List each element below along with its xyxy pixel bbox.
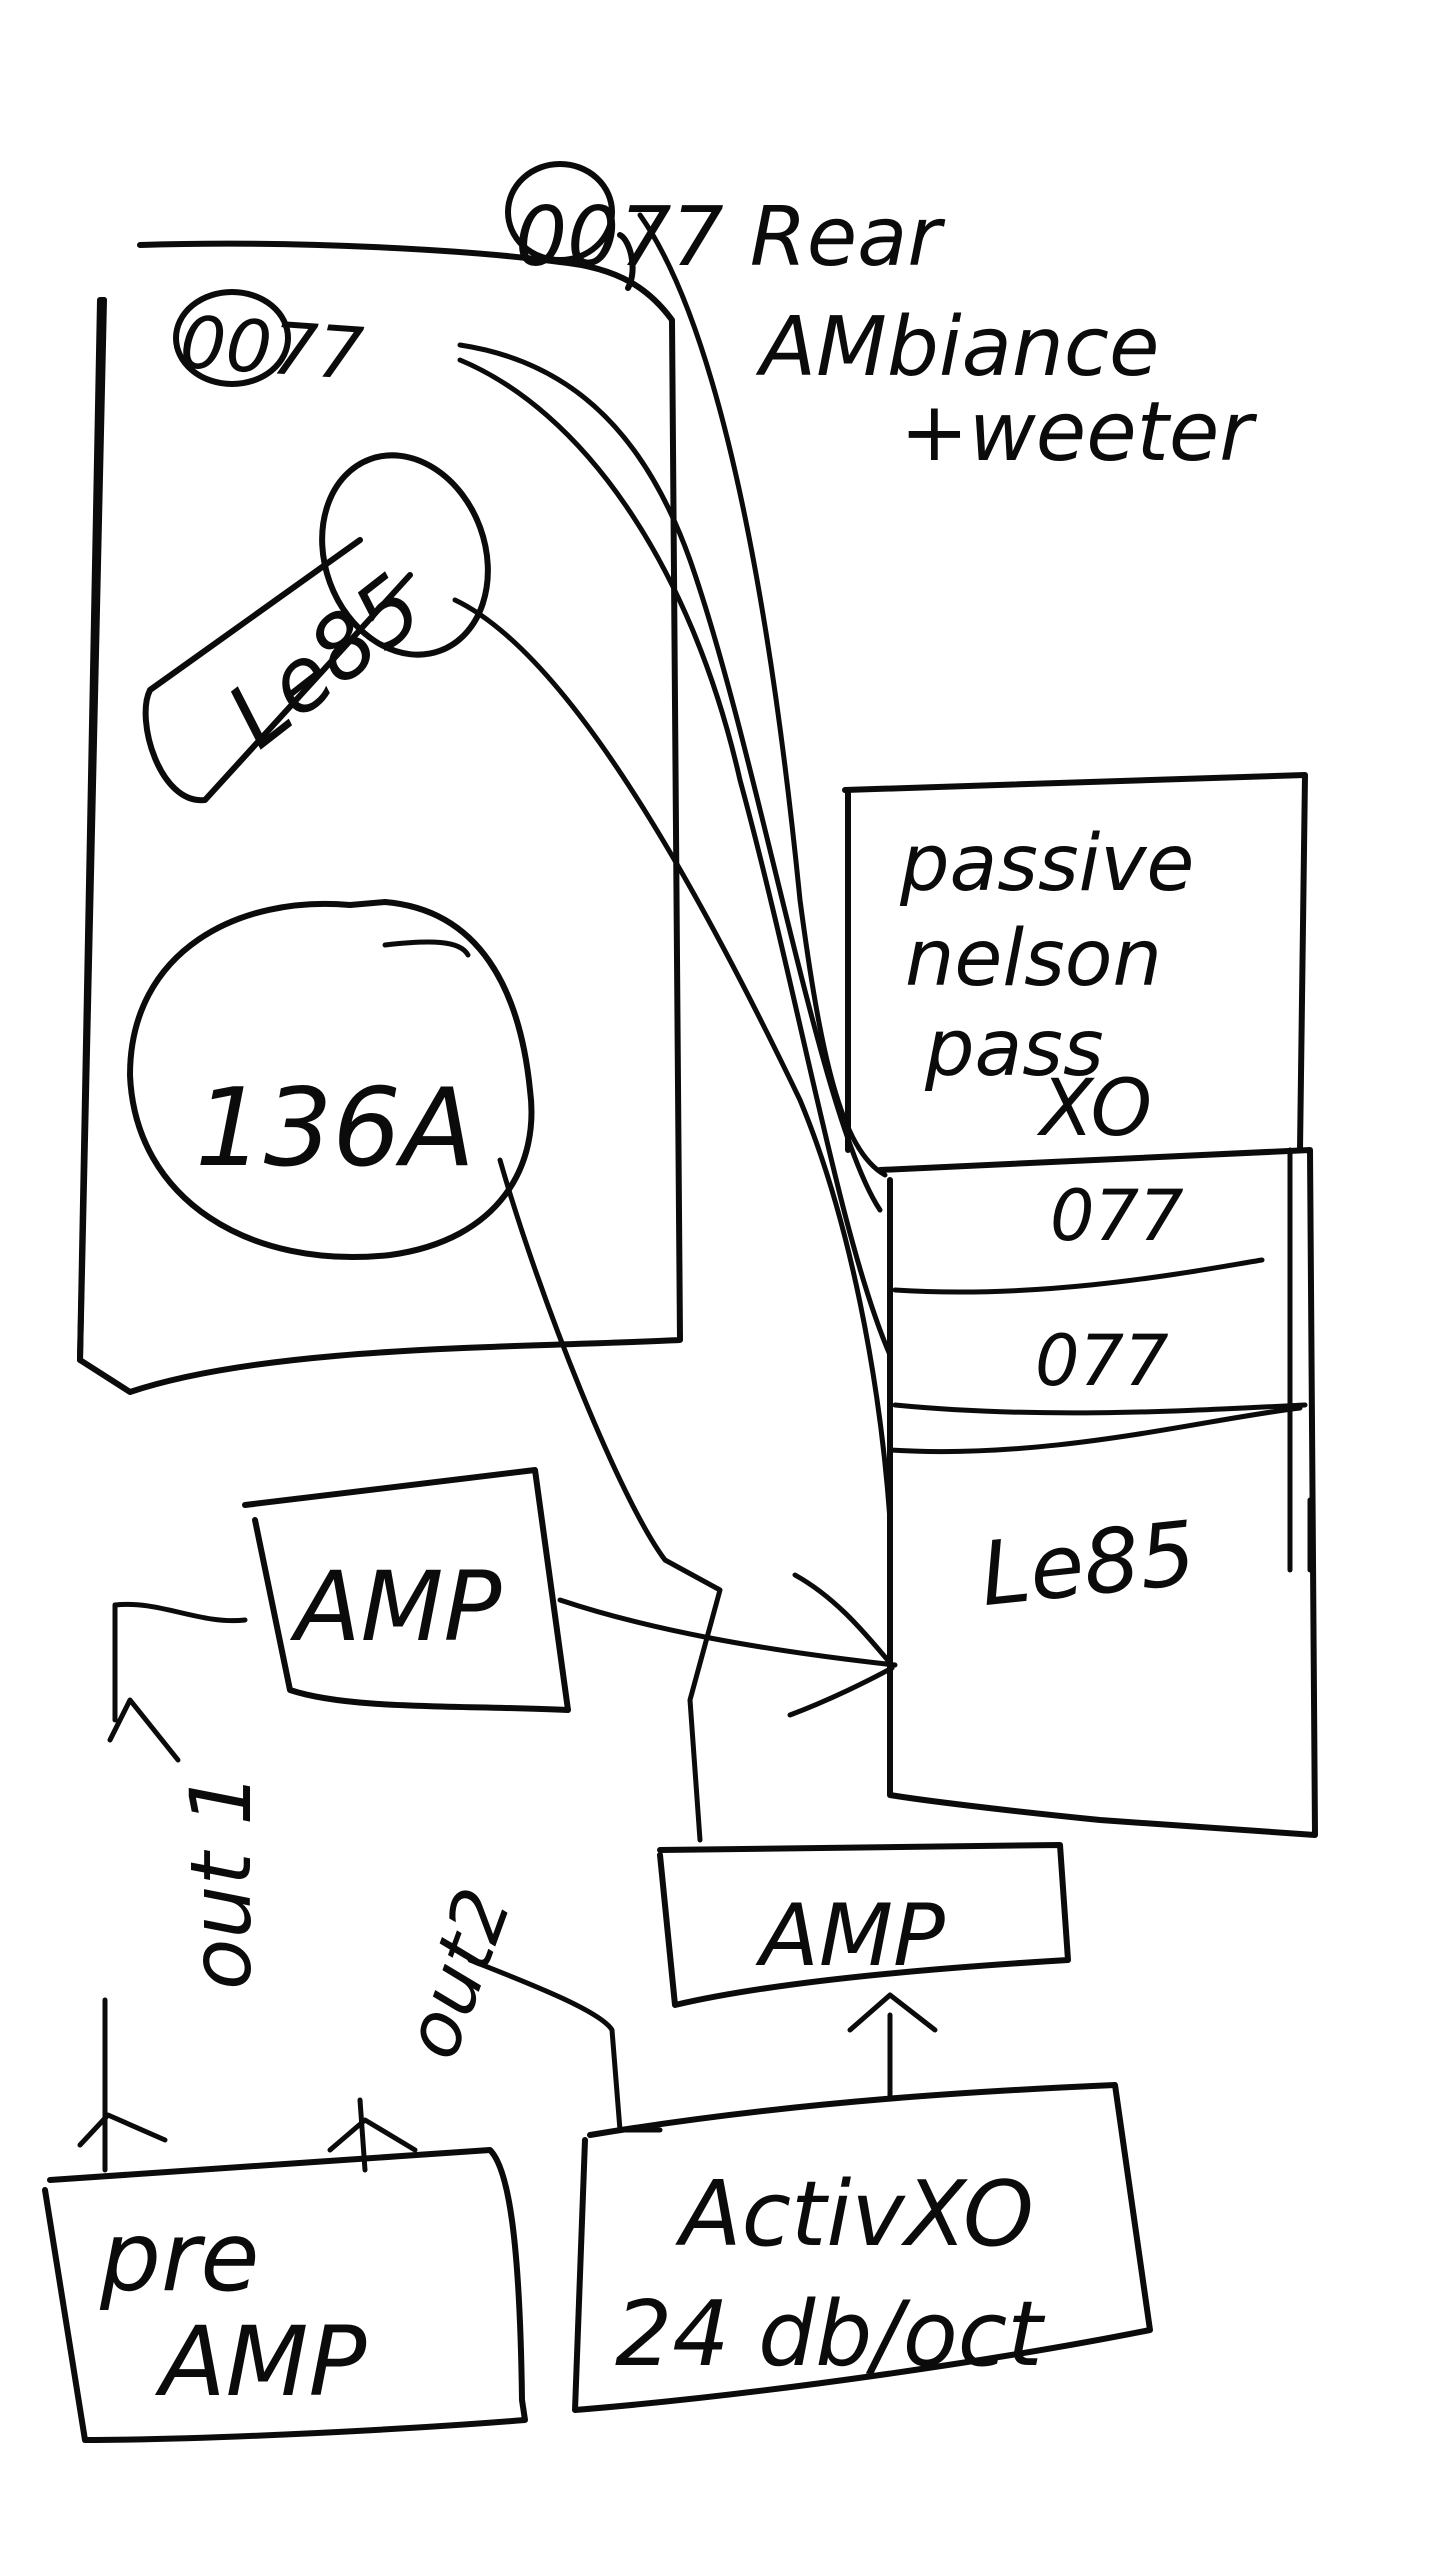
amp-top-box — [242, 1467, 571, 1713]
rear-label-line1: 0077 Rear — [515, 190, 945, 285]
cabinet-0077-label: 0077 — [177, 300, 366, 397]
le85-driver — [142, 452, 491, 804]
activxo-line2: 24 db/oct — [615, 2282, 1046, 2387]
passive-slot-3-label: Le85 — [976, 1501, 1201, 1626]
passive-crossover-box — [842, 772, 1318, 1838]
tweeter-0077-top — [505, 161, 636, 291]
rear-label-line3: +weeter — [900, 385, 1257, 480]
passive-xo-line1: passive — [899, 819, 1194, 909]
passive-slot-1-label: 077 — [1050, 1175, 1184, 1257]
amp-right-input-arrow — [847, 1992, 938, 2098]
out1-wire — [77, 1601, 248, 2173]
passive-xo-line4: XO — [1036, 1064, 1152, 1154]
activxo-box — [572, 2082, 1153, 2413]
activxo-line1: ActivXO — [675, 2162, 1034, 2267]
tweeter-0077-cabinet — [173, 289, 291, 387]
passive-xo-line2: nelson — [905, 914, 1162, 1004]
preamp-line1: pre — [99, 2201, 259, 2313]
passive-slot-2-label: 077 — [1035, 1320, 1169, 1402]
amp-top-output-wire — [557, 1572, 898, 1718]
amp-right-label: AMP — [755, 1886, 945, 1986]
preamp-line2: AMP — [154, 2306, 367, 2418]
amp-right-box — [657, 1842, 1071, 2008]
out1-label: out 1 — [172, 1772, 270, 1990]
le85-driver-label: Le85 — [208, 554, 441, 768]
rear-label-line2: AMbiance — [755, 300, 1159, 395]
speaker-wires — [452, 212, 893, 1843]
speaker-cabinet — [77, 240, 683, 1395]
passive-xo-line3: pass — [924, 1004, 1104, 1094]
woofer-136a-label: 136A — [195, 1066, 475, 1191]
preamp-box — [42, 2147, 528, 2443]
woofer-136a — [127, 899, 535, 1260]
amp-top-label: AMP — [289, 1551, 502, 1663]
